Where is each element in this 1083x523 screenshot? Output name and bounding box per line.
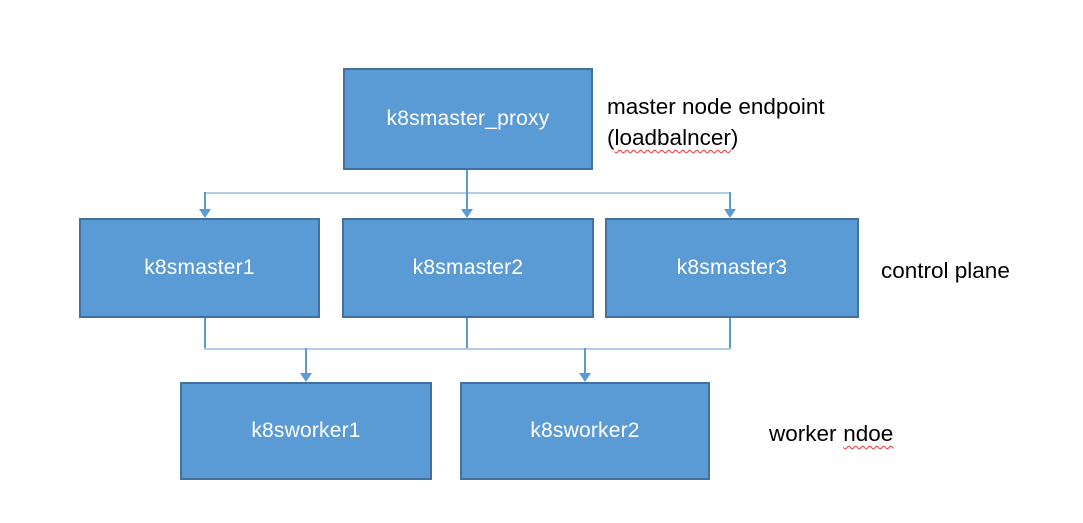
paren-open: ( (607, 125, 615, 150)
arrowhead-worker2-icon (579, 373, 591, 382)
node-label: k8sworker1 (251, 419, 361, 442)
arrowhead-master3-icon (724, 209, 736, 218)
node-label: k8smaster3 (676, 256, 788, 279)
arrowhead-master1-icon (199, 209, 211, 218)
annotation-control-plane-text: control plane (881, 258, 1010, 283)
connector-stem-from-master3 (729, 318, 731, 350)
node-k8smaster1: k8smaster1 (79, 218, 320, 318)
connector-stem-from-master2 (466, 318, 468, 350)
node-k8smaster2: k8smaster2 (342, 218, 594, 318)
connector-stem-to-master2 (466, 192, 468, 210)
arrowhead-worker1-icon (300, 373, 312, 382)
arrowhead-master2-icon (461, 209, 473, 218)
connector-stem-to-worker1 (305, 348, 307, 374)
annotation-worker-word: worker (769, 421, 837, 446)
annotation-control-plane: control plane (881, 255, 1010, 286)
connector-lower-horizontal-line (204, 348, 731, 350)
connector-stem-to-master1 (204, 192, 206, 210)
annotation-endpoint-line2: (loadbalncer) (607, 122, 825, 153)
node-k8smaster-proxy: k8smaster_proxy (343, 68, 593, 170)
annotation-master-node-endpoint: master node endpoint (loadbalncer) (607, 91, 825, 153)
paren-close: ) (730, 125, 739, 150)
misspelled-ndoe: ndoe (843, 421, 894, 446)
node-label: k8smaster1 (144, 256, 255, 279)
node-label: k8sworker2 (530, 419, 640, 442)
node-k8sworker1: k8sworker1 (180, 382, 432, 480)
connector-proxy-stem (466, 170, 468, 194)
node-k8smaster3: k8smaster3 (605, 218, 859, 318)
connector-stem-to-master3 (729, 192, 731, 210)
connector-stem-from-master1 (204, 318, 206, 350)
connector-stem-to-worker2 (584, 348, 586, 374)
node-label: k8smaster_proxy (386, 107, 550, 130)
node-k8sworker2: k8sworker2 (460, 382, 710, 480)
node-label: k8smaster2 (412, 256, 524, 279)
annotation-endpoint-line1: master node endpoint (607, 94, 825, 119)
misspelled-loadbalncer: loadbalncer (614, 125, 731, 150)
